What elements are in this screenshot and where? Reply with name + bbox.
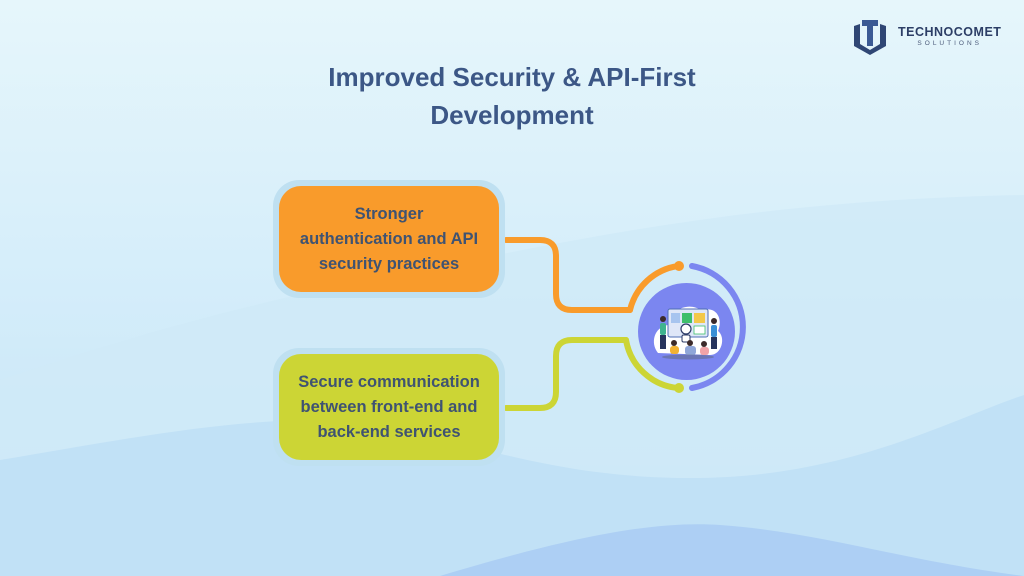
brand-logo: TECHNOCOMET SOLUTIONS <box>850 16 1001 56</box>
technocomet-logo-icon <box>854 20 886 55</box>
page-title: Improved Security & API-First Developmen… <box>262 58 762 134</box>
brand-name: TECHNOCOMET <box>898 25 1002 39</box>
card-authentication: Stronger authentication and API security… <box>273 180 505 298</box>
card-authentication-body: Stronger authentication and API security… <box>279 186 499 292</box>
card-1-line-2: authentication and API <box>299 229 479 248</box>
card-1-line-3: security practices <box>318 254 460 273</box>
title-line-2: Development <box>430 100 594 130</box>
card-secure-communication-body: Secure communication between front-end a… <box>279 354 499 460</box>
brand-tagline: SOLUTIONS <box>917 40 982 47</box>
card-1-line-1: Stronger <box>354 204 424 223</box>
team-collaboration-icon <box>653 306 723 360</box>
title-line-1: Improved Security & API-First <box>328 62 696 92</box>
card-2-line-2: between front-end and <box>300 397 478 416</box>
card-2-line-3: back-end services <box>317 422 461 441</box>
card-2-line-1: Secure communication <box>298 372 480 391</box>
card-secure-communication: Secure communication between front-end a… <box>273 348 505 466</box>
hub-circle <box>638 283 735 380</box>
